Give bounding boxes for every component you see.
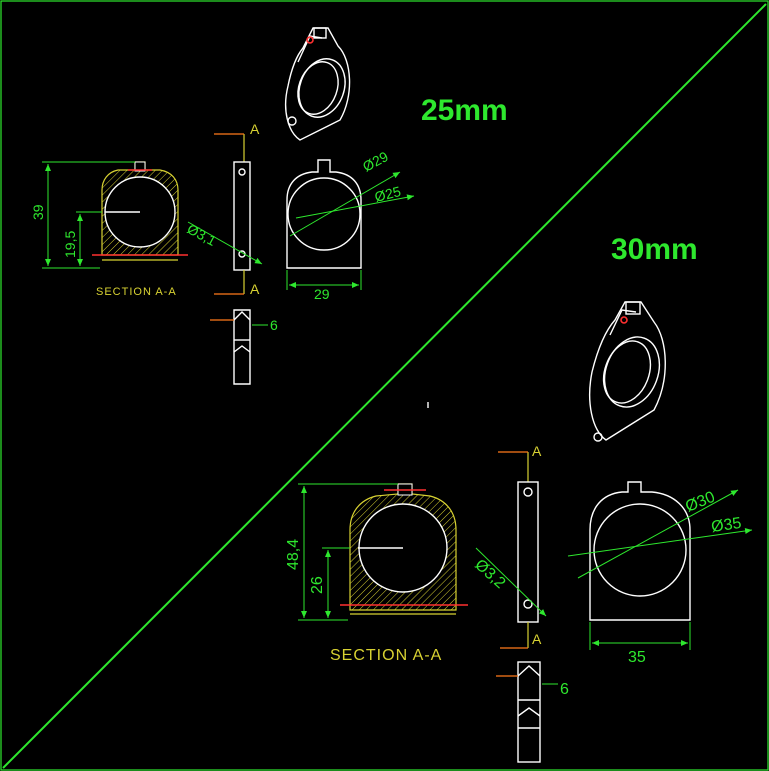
small-isometric-view bbox=[284, 27, 351, 141]
large-top-view: 6 bbox=[496, 661, 569, 763]
small-dim-thickness: 6 bbox=[270, 317, 278, 333]
title-30mm: 30mm bbox=[611, 233, 698, 266]
small-dim-hole: Ø3,1 bbox=[185, 221, 219, 249]
small-side-view: A A Ø3,1 bbox=[185, 121, 263, 297]
small-dim-height-total: 39 bbox=[30, 204, 46, 220]
large-side-view: A A Ø3,2 bbox=[471, 443, 547, 649]
small-section-label: SECTION A-A bbox=[96, 286, 177, 298]
small-clamp-group: 39 19,5 SECTION A-A A A Ø3,1 29 bbox=[30, 27, 415, 385]
small-front-view: 29 Ø29 Ø25 bbox=[286, 148, 415, 302]
large-dim-height-total: 48,4 bbox=[285, 539, 302, 570]
diagonal-divider bbox=[2, 3, 767, 769]
large-dim-height-center: 26 bbox=[309, 576, 326, 594]
small-cut-label-top: A bbox=[250, 121, 260, 137]
small-cut-label-bottom: A bbox=[250, 281, 260, 297]
large-section-label: SECTION A-A bbox=[330, 647, 442, 664]
large-dim-hole: Ø3,2 bbox=[471, 556, 508, 592]
large-dim-width: 35 bbox=[628, 649, 646, 666]
large-dim-thickness: 6 bbox=[560, 681, 569, 698]
small-dim-outer-diameter: Ø29 bbox=[360, 148, 391, 175]
large-clamp-group: 48,4 26 SECTION A-A A A Ø3,2 35 bbox=[285, 301, 753, 763]
small-dim-inner-diameter: Ø25 bbox=[373, 183, 403, 205]
large-dim-inner-diameter: Ø35 bbox=[710, 515, 742, 536]
large-section-view: 48,4 26 SECTION A-A bbox=[285, 483, 468, 664]
title-25mm: 25mm bbox=[421, 94, 508, 127]
small-dim-height-center: 19,5 bbox=[62, 231, 78, 258]
large-front-view: 35 Ø30 Ø35 bbox=[567, 481, 753, 666]
large-cut-label-bottom: A bbox=[532, 631, 542, 647]
small-section-view: 39 19,5 SECTION A-A bbox=[30, 161, 188, 298]
small-dim-width: 29 bbox=[314, 286, 330, 302]
large-dim-outer-diameter: Ø30 bbox=[683, 489, 718, 516]
small-top-view: 6 bbox=[210, 309, 278, 385]
large-isometric-view bbox=[589, 301, 666, 442]
large-cut-label-top: A bbox=[532, 443, 542, 459]
